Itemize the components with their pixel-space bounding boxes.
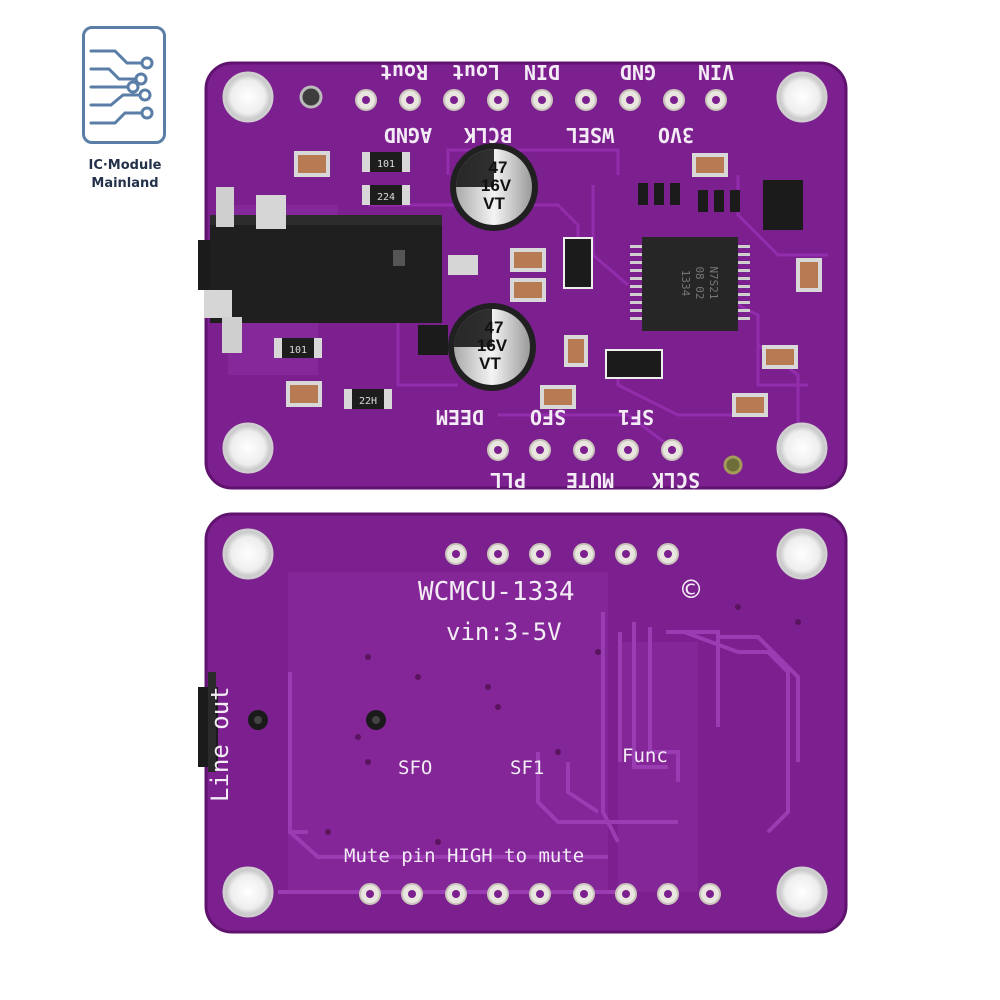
resistor-22h-label: 22H bbox=[359, 396, 377, 407]
headphone-jack bbox=[198, 187, 478, 353]
mount-hole-bl bbox=[222, 422, 274, 474]
electrolytic-capacitor-2: 47 16V VT bbox=[448, 303, 536, 391]
dac-chip-uda1334: 1334 08 02 N7S21 bbox=[630, 237, 750, 331]
resistor-224: 224 bbox=[362, 185, 410, 205]
label-pll: PLL bbox=[490, 468, 526, 492]
board-model: WCMCU-1334 bbox=[418, 577, 575, 607]
logo-line-1: IC·Module bbox=[88, 158, 162, 173]
logo-line-2: Mainland bbox=[91, 176, 159, 191]
chip-marking-2: 08 02 bbox=[693, 266, 706, 299]
mount-hole-tl bbox=[222, 71, 274, 123]
voltage-label: vin:3-5V bbox=[446, 618, 562, 646]
label-vin: VIN bbox=[698, 60, 734, 84]
label-deem: DEEM bbox=[436, 405, 484, 429]
solder-jumper-sfo bbox=[248, 710, 268, 730]
label-sfo: SFO bbox=[530, 405, 566, 429]
resistor-224-label: 224 bbox=[377, 192, 395, 203]
cap2-voltage: 16V bbox=[477, 336, 508, 355]
mount-hole-tr bbox=[776, 71, 828, 123]
label-wsel: WSEL bbox=[566, 123, 614, 147]
line-out-label: Line out bbox=[206, 686, 234, 802]
resistor-101-label: 101 bbox=[377, 159, 395, 170]
sfo-label: SFO bbox=[398, 757, 432, 779]
chip-marking-1: 1334 bbox=[679, 270, 692, 297]
sf1-label: SF1 bbox=[510, 757, 544, 779]
electrolytic-capacitor-1: 47 16V VT bbox=[450, 143, 538, 231]
resistor-101-bottom: 101 bbox=[274, 338, 322, 358]
copyright-symbol: © bbox=[682, 573, 701, 608]
mute-note: Mute pin HIGH to mute bbox=[344, 845, 584, 867]
label-sf1: SF1 bbox=[618, 405, 654, 429]
resistor-22h: 22H bbox=[344, 389, 392, 409]
brand-logo: IC·Module Mainland bbox=[70, 18, 180, 191]
resistor-101b-label: 101 bbox=[289, 345, 307, 356]
cap1-value: 47 bbox=[489, 158, 508, 177]
label-bclk: BCLK bbox=[464, 123, 512, 147]
label-rout: Rout bbox=[380, 60, 428, 84]
label-din: DIN bbox=[524, 60, 560, 84]
resistor-101-top: 101 bbox=[362, 152, 410, 172]
cap2-series: VT bbox=[479, 354, 501, 373]
cap2-value: 47 bbox=[485, 318, 504, 337]
label-3vo: 3VO bbox=[658, 123, 694, 147]
chip-marking-3: N7S21 bbox=[707, 266, 720, 299]
func-label: Func bbox=[622, 745, 668, 767]
label-lout: Lout bbox=[452, 60, 500, 84]
circuit-icon bbox=[82, 26, 166, 144]
solder-jumper-sf1 bbox=[366, 710, 386, 730]
top-pcb-board: Rout Lout DIN GND VIN AGND BCLK WSEL 3VO bbox=[198, 55, 850, 495]
cap1-series: VT bbox=[483, 194, 505, 213]
label-agnd: AGND bbox=[384, 123, 432, 147]
bottom-pcb-board: WCMCU-1334 © vin:3-5V Line out SFO SF1 F… bbox=[198, 512, 850, 938]
label-sclk: SCLK bbox=[652, 468, 700, 492]
label-gnd: GND bbox=[620, 60, 656, 84]
cap1-voltage: 16V bbox=[481, 176, 512, 195]
label-mute: MUTE bbox=[566, 468, 614, 492]
mount-hole-br bbox=[776, 422, 828, 474]
